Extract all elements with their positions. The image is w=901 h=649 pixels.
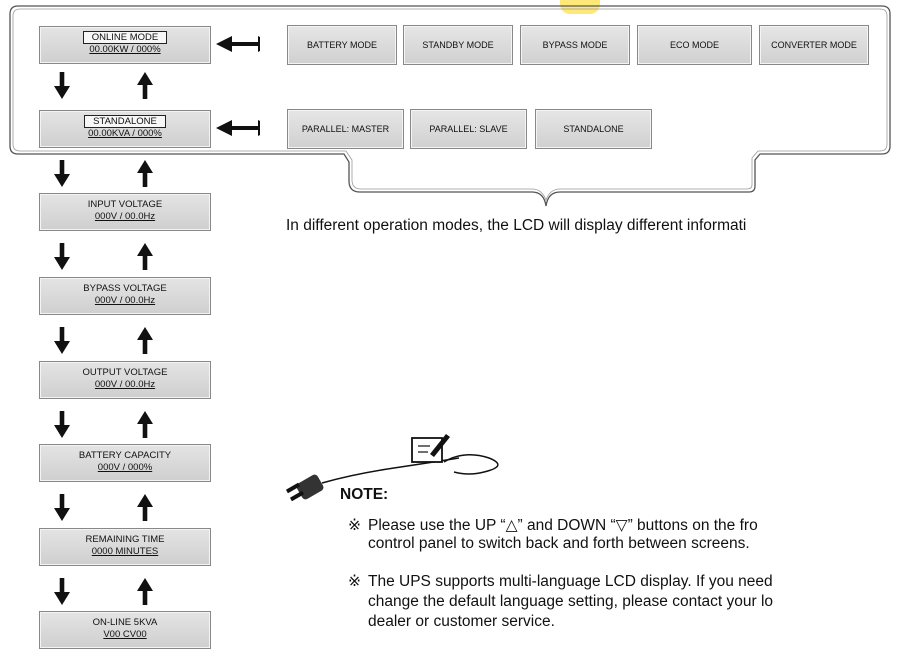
lcd-line2: 000V / 00.0Hz bbox=[94, 211, 156, 222]
lcd-screen-output-voltage: OUTPUT VOLTAGE 000V / 00.0Hz bbox=[39, 361, 211, 399]
bullet-text-line: control panel to switch back and forth b… bbox=[368, 535, 750, 552]
mode-standalone: STANDALONE bbox=[535, 109, 652, 149]
lcd-line1: BATTERY CAPACITY bbox=[78, 450, 172, 461]
mode-battery: BATTERY MODE bbox=[287, 25, 397, 65]
lcd-line2: 000V / 00.0Hz bbox=[94, 379, 156, 390]
lcd-screen-standalone: STANDALONE 00.00KVA / 000% bbox=[39, 110, 211, 148]
down-arrow-icon bbox=[54, 243, 70, 270]
mode-converter: CONVERTER MODE bbox=[759, 25, 869, 65]
double-arrow-icon bbox=[216, 36, 260, 52]
lcd-screen-battery-capacity: BATTERY CAPACITY 000V / 000% bbox=[39, 444, 211, 482]
bullet-text-line: change the default language setting, ple… bbox=[368, 593, 774, 610]
down-arrow-icon bbox=[54, 327, 70, 354]
mode-label: STANDBY MODE bbox=[422, 40, 494, 50]
down-arrow-icon bbox=[54, 578, 70, 605]
up-arrow-icon bbox=[137, 160, 153, 187]
mode-standby: STANDBY MODE bbox=[403, 25, 513, 65]
mode-eco: ECO MODE bbox=[637, 25, 752, 65]
lcd-line1: STANDALONE bbox=[84, 115, 166, 128]
navigation-arrows bbox=[54, 36, 260, 605]
mode-label: CONVERTER MODE bbox=[771, 40, 857, 50]
lcd-screen-remaining-time: REMAINING TIME 0000 MINUTES bbox=[39, 528, 211, 566]
notepad-icon bbox=[411, 434, 450, 463]
up-arrow-icon bbox=[137, 411, 153, 438]
up-arrow-icon bbox=[137, 578, 153, 605]
up-arrow-icon bbox=[137, 327, 153, 354]
up-arrow-icon bbox=[137, 72, 153, 99]
lcd-line1: OUTPUT VOLTAGE bbox=[82, 367, 168, 378]
note-title: NOTE: bbox=[340, 486, 389, 503]
lcd-line2: V00 CV00 bbox=[103, 629, 147, 640]
lcd-line1: INPUT VOLTAGE bbox=[87, 199, 163, 210]
lcd-line2: 000V / 00.0Hz bbox=[94, 295, 156, 306]
lcd-line1: REMAINING TIME bbox=[85, 534, 165, 545]
up-arrow-icon bbox=[137, 494, 153, 521]
lcd-line2: 00.00KVA / 000% bbox=[88, 128, 162, 139]
lcd-line1: ON-LINE 5KVA bbox=[92, 617, 158, 628]
lcd-line2: 000V / 000% bbox=[97, 462, 153, 473]
lcd-screen-input-voltage: INPUT VOLTAGE 000V / 00.0Hz bbox=[39, 193, 211, 231]
mode-parallel-slave: PARALLEL: SLAVE bbox=[410, 109, 527, 149]
bullet-mark: ※ bbox=[348, 517, 361, 534]
lcd-line1: BYPASS VOLTAGE bbox=[83, 283, 167, 294]
down-arrow-icon bbox=[54, 411, 70, 438]
lcd-screen-online-mode: ONLINE MODE 00.00KW / 000% bbox=[39, 26, 211, 64]
lcd-line2: 0000 MINUTES bbox=[91, 546, 159, 557]
bullet-mark: ※ bbox=[348, 573, 361, 590]
bullet-text-line: The UPS supports multi-language LCD disp… bbox=[368, 573, 773, 590]
mode-label: BATTERY MODE bbox=[306, 40, 377, 50]
double-arrow-icon bbox=[216, 120, 260, 136]
down-arrow-icon bbox=[54, 160, 70, 187]
lcd-line2: 00.00KW / 000% bbox=[89, 44, 161, 55]
mode-label: ECO MODE bbox=[669, 40, 719, 50]
lcd-line1: ONLINE MODE bbox=[82, 31, 168, 44]
up-arrow-icon bbox=[137, 243, 153, 270]
lcd-screen-bypass-voltage: BYPASS VOLTAGE 000V / 00.0Hz bbox=[39, 277, 211, 315]
mode-label: BYPASS MODE bbox=[542, 40, 608, 50]
mode-bracket-frame bbox=[9, 5, 891, 207]
mode-bypass: BYPASS MODE bbox=[520, 25, 630, 65]
plug-note-icon bbox=[285, 434, 499, 502]
mode-label: PARALLEL: MASTER bbox=[301, 124, 390, 134]
mode-caption: In different operation modes, the LCD wi… bbox=[286, 217, 747, 234]
mode-label: PARALLEL: SLAVE bbox=[429, 124, 508, 134]
bullet-text-line: dealer or customer service. bbox=[368, 613, 555, 630]
mode-label: STANDALONE bbox=[563, 124, 624, 134]
watermark-fragment bbox=[560, 0, 600, 14]
down-arrow-icon bbox=[54, 72, 70, 99]
mode-parallel-master: PARALLEL: MASTER bbox=[287, 109, 404, 149]
bullet-text-line: Please use the UP “△” and DOWN “▽” butto… bbox=[368, 517, 758, 534]
down-arrow-icon bbox=[54, 494, 70, 521]
plug-icon bbox=[285, 474, 324, 502]
